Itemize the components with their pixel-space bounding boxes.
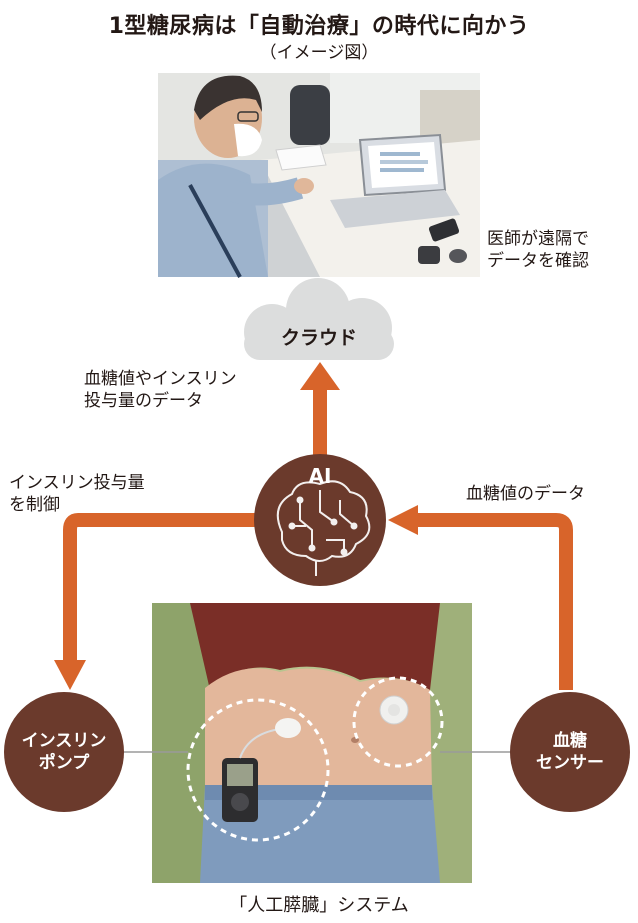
flow-arrows [54, 362, 573, 690]
glucose-sensor-label-line1: 血糖 [553, 731, 587, 751]
right-arrow-head [388, 505, 418, 535]
glucose-data-label: 血糖値のデータ [466, 484, 585, 504]
left-arrow-head [54, 660, 86, 690]
upload-data-label-line2: 投与量のデータ [84, 391, 203, 411]
cloud-label: クラウド [280, 327, 357, 349]
glucose-sensor-label: 血糖 センサー [510, 730, 630, 774]
remote-check-caption-line2: データを確認 [487, 251, 589, 271]
remote-check-caption-line1: 医師が遠隔で [487, 229, 589, 249]
artificial-pancreas-photo [152, 603, 472, 883]
up-arrow-head [300, 362, 340, 390]
cloud-shape [244, 278, 394, 360]
ai-label: AI [308, 464, 332, 488]
doctor-office-photo [158, 73, 480, 278]
page-subtitle: （イメージ図） [259, 43, 379, 63]
insulin-pump-label-line1: インスリン [21, 731, 107, 751]
glucose-sensor-label-line2: センサー [536, 753, 604, 773]
sensor-highlight-circle [352, 676, 444, 768]
right-arrow-path [412, 513, 573, 690]
insulin-control-label-line2: を制御 [9, 495, 60, 515]
brain-circuit-icon [276, 480, 371, 576]
ai-brain-circle [254, 454, 386, 586]
left-arrow-path [63, 513, 256, 662]
page-title: 1型糖尿病は「自動治療」の時代に向かう [108, 14, 530, 39]
insulin-pump-circle [4, 692, 124, 812]
pump-highlight-circle [186, 698, 330, 842]
up-arrow-shaft [313, 386, 327, 462]
insulin-control-label-line1: インスリン投与量 [9, 473, 145, 493]
upload-data-label: 血糖値やインスリン 投与量のデータ [84, 368, 237, 412]
upload-data-label-line1: 血糖値やインスリン [84, 369, 237, 389]
glucose-sensor-circle [510, 692, 630, 812]
insulin-control-label: インスリン投与量 を制御 [9, 472, 145, 516]
insulin-pump-label-line2: ポンプ [38, 753, 90, 773]
remote-check-caption: 医師が遠隔で データを確認 [487, 228, 589, 272]
insulin-pump-label: インスリン ポンプ [4, 730, 124, 774]
system-caption: 「人工膵臓」システム [229, 895, 409, 916]
